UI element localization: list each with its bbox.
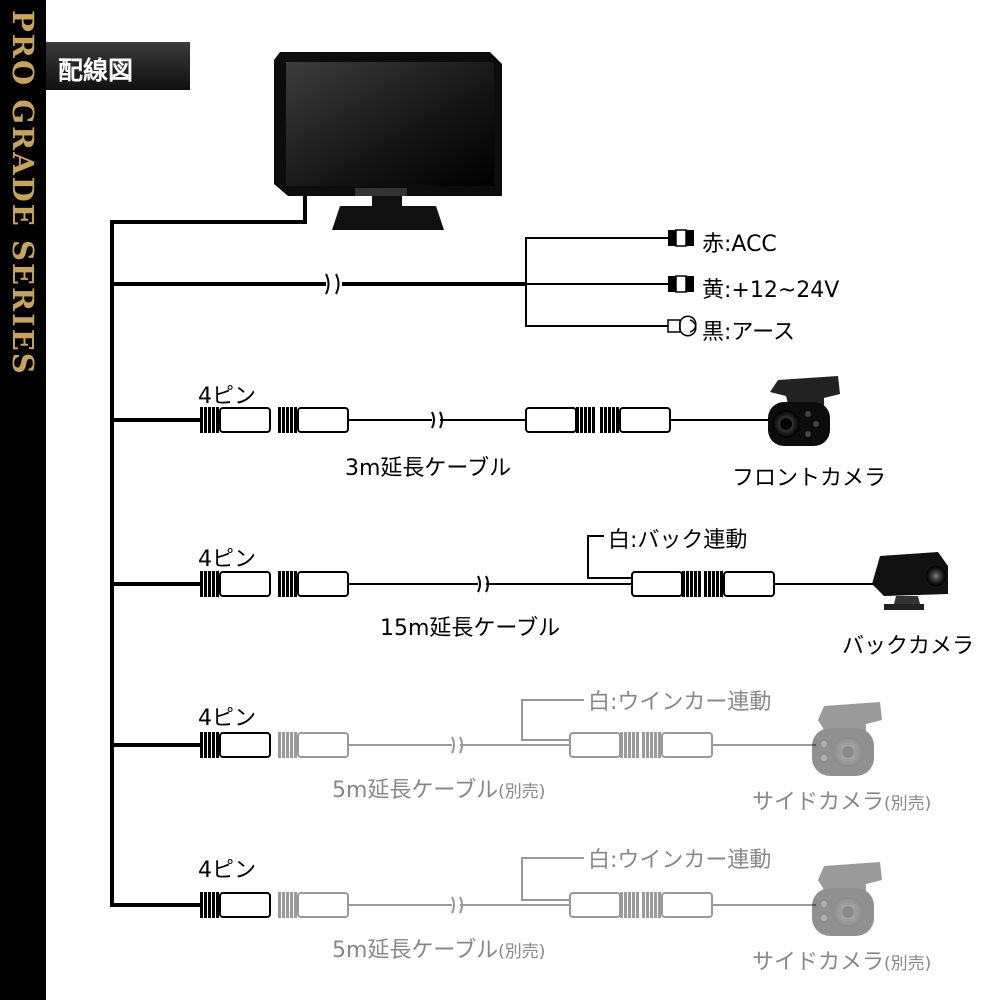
pin-label: 4ピン [198, 547, 256, 572]
cable-label: 5m延長ケーブル(別売) [332, 772, 545, 804]
cable-note: (別売) [498, 782, 546, 802]
camera-label: サイドカメラ(別売) [752, 944, 931, 976]
link-label: 白:ウインカー連動 [588, 690, 772, 715]
monitor-plug [200, 732, 271, 758]
monitor-plug [200, 407, 271, 433]
ground-terminal-icon [667, 315, 697, 337]
side-camera-icon-2 [812, 862, 882, 936]
break-gap [432, 416, 440, 424]
main-wiring [110, 196, 526, 907]
camera-name: サイドカメラ [752, 790, 885, 815]
camera-note: (別売) [884, 794, 932, 814]
camera-label: バックカメラ [842, 634, 975, 659]
cable-plug-in [278, 892, 349, 918]
cable-plug-out [569, 892, 639, 918]
cable-plug-out [569, 732, 639, 758]
camera-label: サイドカメラ(別売) [752, 784, 931, 816]
monitor-plug [200, 892, 271, 918]
page-title: 配線図 [58, 56, 134, 85]
monitor-plug [200, 571, 271, 597]
cable-plug-in [278, 407, 349, 433]
series-title: PRO GRADE SERIES [6, 10, 40, 376]
acc-terminal-icon [668, 229, 694, 247]
cable-label: 3m延長ケーブル [345, 456, 512, 481]
cable-plug-in [278, 571, 349, 597]
sidebar-band: PRO GRADE SERIES [0, 0, 46, 1000]
break-mark [451, 896, 463, 914]
break-gap [478, 580, 486, 588]
back-camera-icon [872, 552, 948, 610]
break-gap [452, 741, 460, 749]
break-mark [451, 736, 463, 754]
camera-note: (別売) [884, 954, 932, 974]
power-label: 黄:+12~24V [702, 278, 840, 303]
camera-plug [642, 892, 713, 918]
ground-label: 黒:アース [702, 320, 795, 345]
cable-label: 15m延長ケーブル [380, 616, 561, 641]
cable-note: (別売) [498, 942, 546, 962]
cable-label: 5m延長ケーブル(別売) [332, 932, 545, 964]
pin-label: 4ピン [198, 384, 256, 409]
cable-plug-in [278, 732, 349, 758]
cable-plug-out [525, 407, 595, 433]
acc-label: 赤:ACC [702, 232, 777, 257]
link-wire [521, 699, 584, 741]
break-mark-power [325, 273, 340, 295]
cable-name: 5m延長ケーブル [332, 938, 499, 963]
camera-label: フロントカメラ [732, 466, 887, 491]
header-tab: 配線図 [46, 42, 190, 90]
power-branches [525, 237, 668, 327]
cable-plug-out [631, 571, 701, 597]
link-label: 白:ウインカー連動 [588, 848, 772, 873]
break-gap [452, 901, 460, 909]
link-wire [587, 535, 632, 579]
pin-label: 4ピン [198, 858, 256, 883]
break-mark [477, 575, 489, 593]
break-mark [431, 411, 443, 429]
side-camera-icon-1 [812, 702, 882, 776]
link-wire [521, 857, 584, 901]
monitor-icon [274, 52, 502, 230]
camera-plug [642, 732, 713, 758]
camera-plug [704, 571, 775, 597]
power-terminal-icon [668, 275, 694, 293]
link-label: 白:バック連動 [608, 528, 748, 553]
pin-label: 4ピン [198, 706, 256, 731]
cable-name: 5m延長ケーブル [332, 778, 499, 803]
front-camera-icon [768, 376, 840, 446]
camera-plug [600, 407, 671, 433]
camera-name: サイドカメラ [752, 950, 885, 975]
